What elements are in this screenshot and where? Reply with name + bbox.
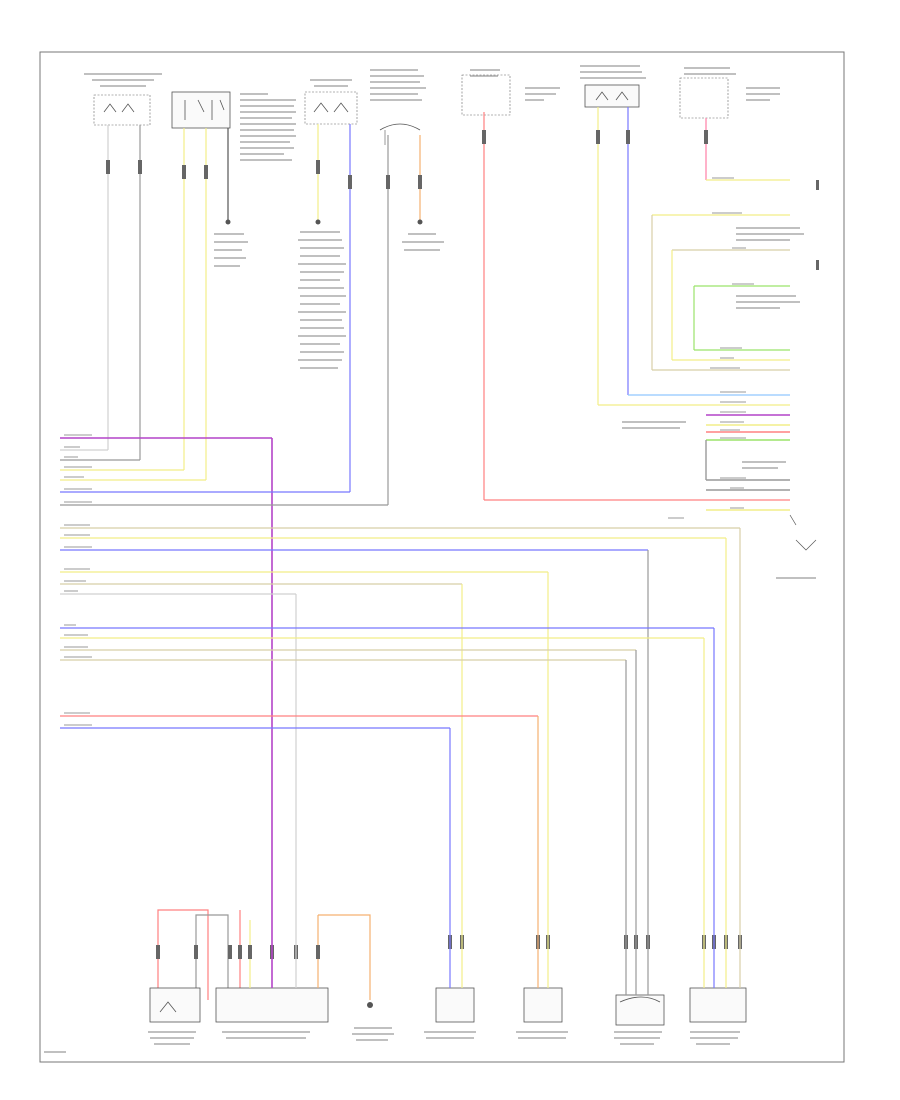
bottom-drop-wires — [271, 915, 741, 995]
top-sensor-3 — [379, 123, 421, 145]
top-switch-1 — [93, 94, 151, 126]
left-bus-wires — [60, 437, 741, 920]
top-fuse-6 — [679, 77, 729, 119]
bottom-sensor-d — [523, 987, 563, 1023]
bus-label-placeholders — [64, 177, 754, 726]
top-vertical-wires — [107, 107, 790, 505]
bottom-sensor-f — [689, 987, 747, 1023]
top-component-5 — [584, 84, 640, 108]
bottom-sensor-e — [615, 994, 665, 1026]
bottom-module-b — [215, 914, 373, 1023]
top-relay-block — [171, 91, 231, 129]
label-placeholders — [44, 65, 816, 1053]
top-switch-2 — [304, 91, 358, 125]
diagram-frame — [39, 51, 845, 1063]
right-connector-wires — [705, 414, 817, 551]
bottom-sensor-c — [435, 987, 475, 1023]
top-fuse-4 — [461, 74, 511, 116]
